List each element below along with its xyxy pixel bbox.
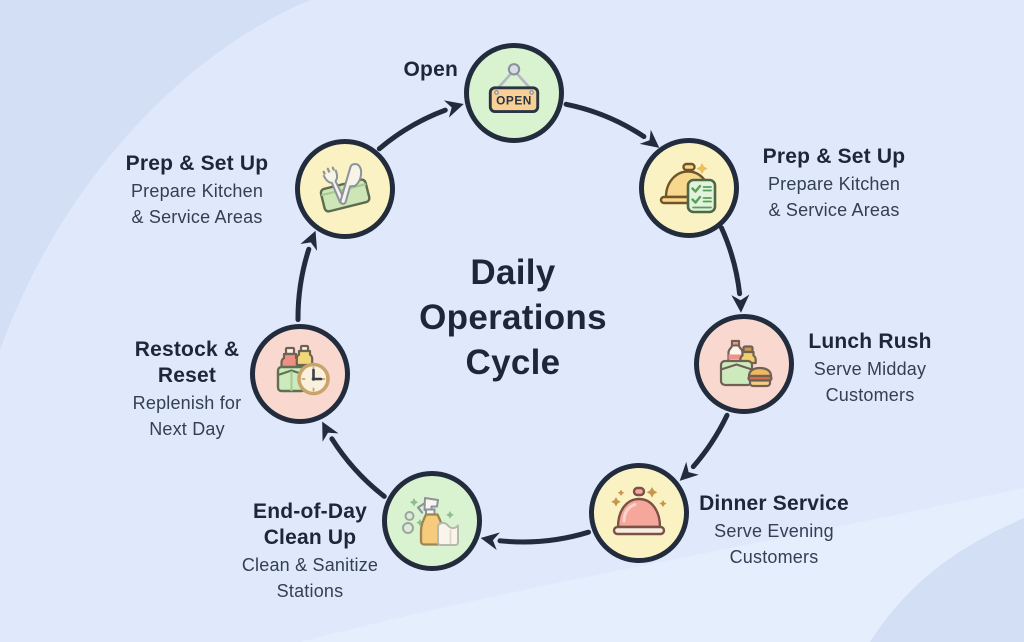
- cutlery-napkin-icon: [319, 163, 371, 213]
- cloche-checklist-icon: [659, 162, 717, 214]
- node-restock-reset: [250, 324, 350, 424]
- label-title: Restock & Reset: [134, 338, 240, 387]
- label-end-of-day-clean-up: End-of-Day Clean Up Clean & Sanitize Sta…: [228, 499, 392, 604]
- arrow-cleanup-to-restock-icon: [322, 421, 387, 499]
- label-prep-set-up-morning: Prep & Set Up Prepare Kitchen & Service …: [745, 144, 923, 223]
- label-title: Dinner Service: [699, 492, 849, 515]
- label-subtitle: Replenish for Next Day: [132, 393, 242, 439]
- label-subtitle: Prepare Kitchen & Service Areas: [767, 174, 901, 220]
- label-restock-reset: Restock & Reset Replenish for Next Day: [112, 337, 262, 442]
- node-prep-set-up-morning: [639, 138, 739, 238]
- label-open: Open: [300, 57, 458, 83]
- arrow-dinner-to-cleanup-icon: [480, 529, 591, 551]
- cleaning-spray-icon: [402, 497, 459, 546]
- label-subtitle: Prepare Kitchen & Service Areas: [130, 181, 264, 227]
- diagram-title: Daily Operations Cycle: [419, 253, 607, 382]
- open-sign-text: OPEN: [496, 93, 532, 107]
- node-dinner-service: [589, 463, 689, 563]
- node-prep-set-up-evening: [295, 139, 395, 239]
- label-subtitle: Serve Midday Customers: [813, 359, 927, 405]
- label-title: Open: [403, 58, 458, 81]
- arrow-prep-to-lunch-icon: [719, 225, 750, 313]
- open-sign-icon: OPEN: [488, 63, 540, 114]
- arrow-restock-to-prep-icon: [295, 230, 318, 323]
- dinner-cloche-icon: [611, 486, 667, 536]
- arrow-lunch-to-dinner-icon: [679, 412, 730, 481]
- lunch-food-icon: [719, 339, 773, 388]
- label-lunch-rush: Lunch Rush Serve Midday Customers: [795, 329, 945, 408]
- restock-clock-icon: [276, 344, 330, 396]
- label-subtitle: Serve Evening Customers: [714, 521, 834, 567]
- node-end-of-day-clean-up: [382, 471, 482, 571]
- node-open: OPEN: [464, 43, 564, 143]
- label-title: Prep & Set Up: [762, 145, 906, 168]
- label-subtitle: Clean & Sanitize Stations: [241, 555, 379, 601]
- node-lunch-rush: [694, 314, 794, 414]
- label-title: Prep & Set Up: [125, 152, 269, 175]
- arrow-prep-to-open-icon: [376, 100, 464, 152]
- label-dinner-service: Dinner Service Serve Evening Customers: [695, 491, 853, 570]
- arrow-open-to-prep-icon: [563, 101, 660, 148]
- label-prep-set-up-evening: Prep & Set Up Prepare Kitchen & Service …: [108, 151, 286, 230]
- label-title: Lunch Rush: [808, 330, 932, 353]
- label-title: End-of-Day Clean Up: [253, 500, 367, 549]
